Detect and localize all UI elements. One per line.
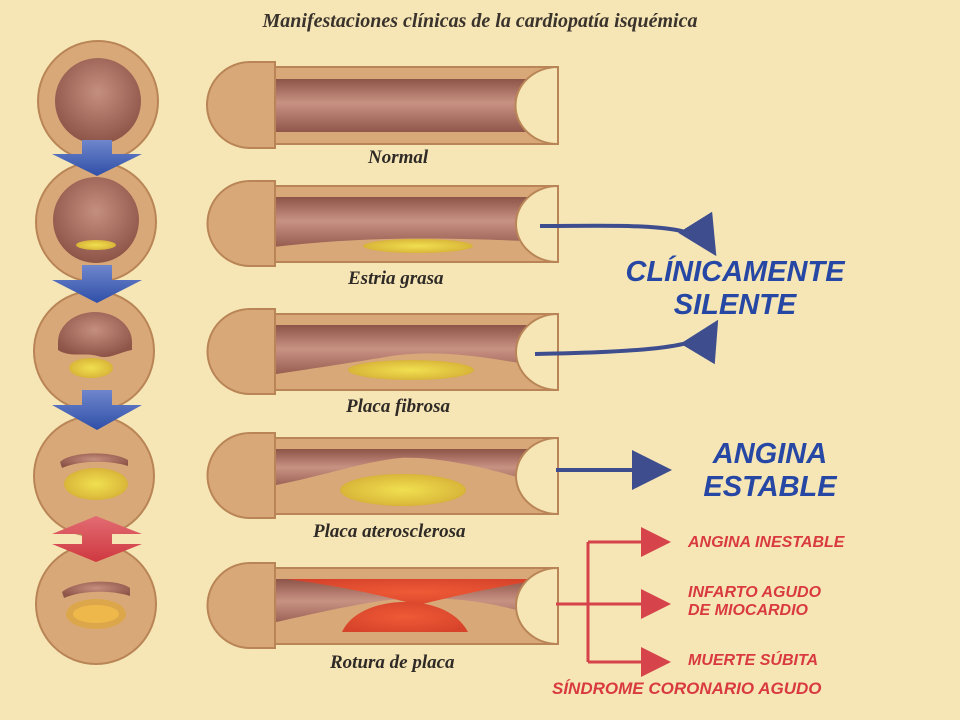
vessel-fatty-streak <box>206 180 559 267</box>
caption-fatty-streak: Estria grasa <box>348 268 444 289</box>
caption-fibrous-plaque: Placa fibrosa <box>346 396 450 417</box>
vessel-atherosclerotic-plaque <box>206 432 559 519</box>
outcome-stable-angina: ANGINA ESTABLE <box>680 438 860 504</box>
progression-arrow-1 <box>52 140 142 176</box>
arrow-silent-1 <box>539 211 717 257</box>
outcome-stable-line1: ANGINA <box>712 438 828 470</box>
outcome-infarct-line1: INFARTO AGUDO <box>688 584 822 601</box>
outcome-silent-line1: CLÍNICAMENTE <box>625 256 845 288</box>
cross-section-atherosclerotic-plaque <box>33 415 155 537</box>
bidirectional-arrow <box>52 516 142 562</box>
outcome-stable-line2: ESTABLE <box>703 471 837 503</box>
diagram-title: Manifestaciones clínicas de la cardiopat… <box>262 10 698 32</box>
outcome-silent-line2: SILENTE <box>673 289 797 321</box>
progression-arrow-3 <box>52 390 142 430</box>
outcome-acute-coronary-syndrome: SÍNDROME CORONARIO AGUDO <box>552 679 822 698</box>
caption-atherosclerotic-plaque: Placa aterosclerosa <box>313 521 466 542</box>
caption-normal: Normal <box>368 147 429 168</box>
cross-section-fibrous-plaque <box>33 290 155 412</box>
acute-branch-arrows <box>556 527 671 677</box>
cross-section-plaque-rupture <box>35 543 157 665</box>
outcome-infarct-line2: DE MIOCARDIO <box>688 602 808 619</box>
vessel-normal <box>206 61 559 149</box>
progression-arrow-2 <box>52 265 142 303</box>
vessel-plaque-rupture <box>206 562 559 649</box>
outcome-unstable-angina: ANGINA INESTABLE <box>688 534 845 551</box>
outcome-sudden-death: MUERTE SÚBITA <box>688 652 819 669</box>
caption-plaque-rupture: Rotura de placa <box>330 652 455 673</box>
arrow-silent-2 <box>534 319 719 365</box>
vessel-fibrous-plaque <box>206 308 559 395</box>
outcome-clinically-silent: CLÍNICAMENTE SILENTE <box>590 256 880 322</box>
cross-section-normal <box>37 40 159 162</box>
cross-section-fatty-streak <box>35 161 157 283</box>
